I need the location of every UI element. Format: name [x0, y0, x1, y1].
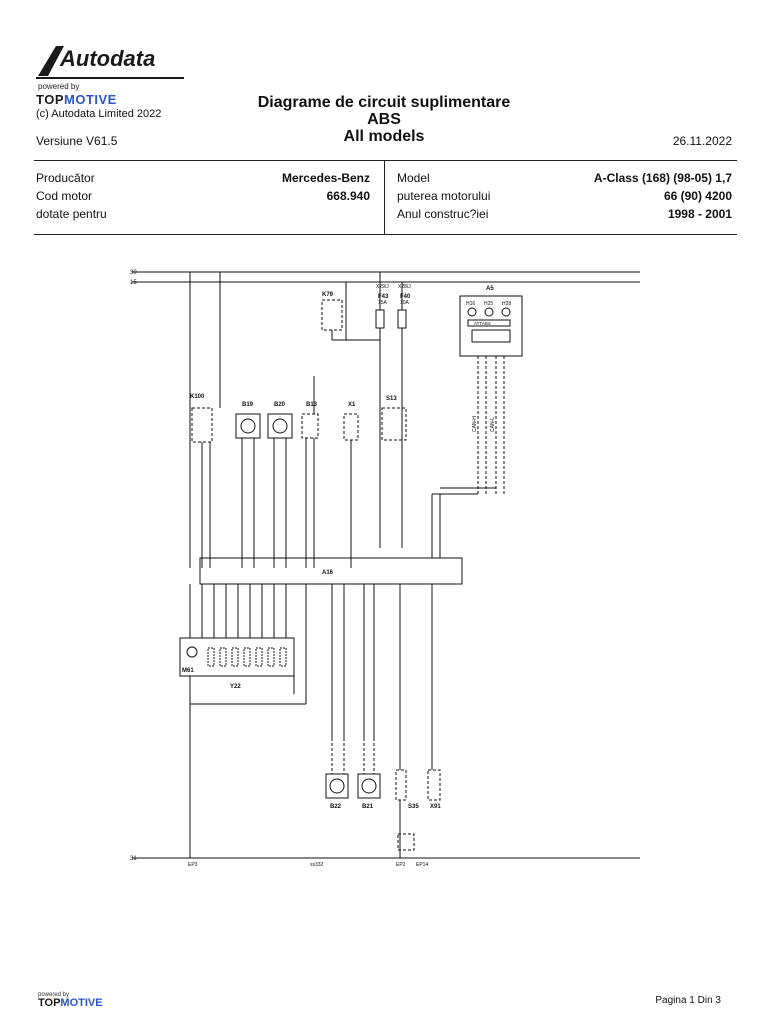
- autodata-logo: Autodata: [34, 42, 194, 86]
- topmotive-logo: TOPMOTIVE: [36, 92, 117, 107]
- info-label-manufacturer: Producător: [36, 171, 95, 185]
- svg-text:30: 30: [130, 270, 137, 276]
- info-value-year: 1998 - 2001: [667, 207, 732, 221]
- instrument-cluster-a5: A5 H16 H25 H28 ATTABS CAN-H CAN-L: [459, 286, 523, 496]
- ground-ep2: EP2: [396, 862, 406, 868]
- svg-text:CAN-L: CAN-L: [490, 417, 496, 432]
- svg-text:10A: 10A: [400, 300, 410, 306]
- svg-text:H25: H25: [484, 301, 493, 307]
- abs-control-unit-a16: A16: [199, 557, 463, 585]
- title-line-3: All models: [343, 128, 425, 145]
- rail-31: 31: [130, 856, 640, 862]
- svg-text:X29/J: X29/J: [376, 284, 389, 290]
- svg-text:S13: S13: [386, 396, 397, 402]
- svg-text:H28: H28: [502, 301, 511, 307]
- svg-text:B13: B13: [306, 402, 318, 408]
- svg-text:B22: B22: [330, 804, 342, 810]
- fuse-f40: X28/J F40 10A: [397, 282, 411, 548]
- info-label-power: puterea motorului: [397, 189, 491, 203]
- info-label-year: Anul construc?iei: [397, 207, 489, 221]
- connector-x1: X1: [343, 402, 359, 568]
- vehicle-info-table: Producător Mercedes-Benz Cod motor 668.9…: [34, 160, 737, 235]
- svg-text:31: 31: [130, 856, 137, 862]
- connector-x91: X91: [427, 769, 441, 810]
- switch-b13: B13: [301, 376, 319, 568]
- pump-motor-m61: M61 Y22: [179, 637, 295, 690]
- info-value-model: A-Class (168) (98-05) 1,7: [593, 171, 732, 185]
- svg-text:K100: K100: [190, 394, 205, 400]
- svg-text:15A: 15A: [378, 300, 388, 306]
- svg-text:A16: A16: [322, 570, 334, 576]
- svg-text:H16: H16: [466, 301, 475, 307]
- svg-text:X28/J: X28/J: [398, 284, 411, 290]
- ground-ep14: EP14: [416, 862, 428, 868]
- sensor-b22: B22: [325, 738, 349, 810]
- svg-text:B21: B21: [362, 804, 374, 810]
- circuit-diagram: 30 15 31 K79 X29/J F43 15A X28/J F40 10A…: [118, 258, 648, 870]
- relay-k79: K79: [321, 292, 380, 341]
- version: Versiune V61.5: [36, 134, 118, 148]
- brand-text: Autodata: [59, 46, 155, 71]
- footer-topmotive-logo: powered by TOPMOTIVE: [38, 992, 103, 1009]
- rail-30: 30: [130, 270, 640, 276]
- relay-k100: K100: [190, 354, 221, 568]
- table-divider: [384, 161, 385, 234]
- info-label-engine-code: Cod motor: [36, 189, 93, 203]
- svg-text:B19: B19: [242, 402, 254, 408]
- svg-text:CAN-H: CAN-H: [472, 416, 478, 432]
- svg-text:Y22: Y22: [230, 684, 241, 690]
- svg-text:X91: X91: [430, 804, 441, 810]
- copyright: (c) Autodata Limited 2022: [36, 108, 162, 120]
- svg-text:ATTABS: ATTABS: [474, 321, 491, 326]
- svg-text:F40: F40: [400, 294, 411, 300]
- svg-text:A5: A5: [486, 286, 494, 292]
- switch-s13: S13: [381, 396, 407, 441]
- svg-text:M61: M61: [182, 668, 194, 674]
- sensor-b20: B20: [267, 402, 293, 568]
- title-line-2: ABS: [367, 111, 401, 128]
- page-number: Pagina 1 Din 3: [655, 995, 721, 1006]
- info-value-engine-code: 668.940: [326, 189, 370, 203]
- svg-text:B20: B20: [274, 402, 286, 408]
- rail-15: 15: [130, 280, 640, 286]
- info-label-equipped: dotate pentru: [36, 207, 107, 221]
- svg-text:X1: X1: [348, 402, 356, 408]
- splice-label: ss332: [310, 862, 324, 868]
- powered-by-label: powered by: [38, 82, 80, 91]
- ground-ep3: EP3: [188, 862, 198, 868]
- svg-text:K79: K79: [322, 292, 334, 298]
- title-line-1: Diagrame de circuit suplimentare: [257, 94, 511, 111]
- fuse-f43: X29/J F43 15A: [375, 272, 389, 548]
- info-value-power: 66 (90) 4200: [663, 189, 732, 203]
- svg-text:F43: F43: [378, 294, 389, 300]
- document-title: Diagrame de circuit suplimentare ABS All…: [200, 94, 568, 145]
- info-value-manufacturer: Mercedes-Benz: [281, 171, 370, 185]
- sensor-b19: B19: [235, 402, 261, 568]
- svg-text:15: 15: [130, 280, 137, 286]
- sensor-b21: B21: [357, 738, 381, 810]
- svg-text:S35: S35: [408, 804, 419, 810]
- info-label-model: Model: [397, 171, 430, 185]
- switch-s35: S35: [395, 769, 419, 858]
- date: 26.11.2022: [672, 134, 732, 148]
